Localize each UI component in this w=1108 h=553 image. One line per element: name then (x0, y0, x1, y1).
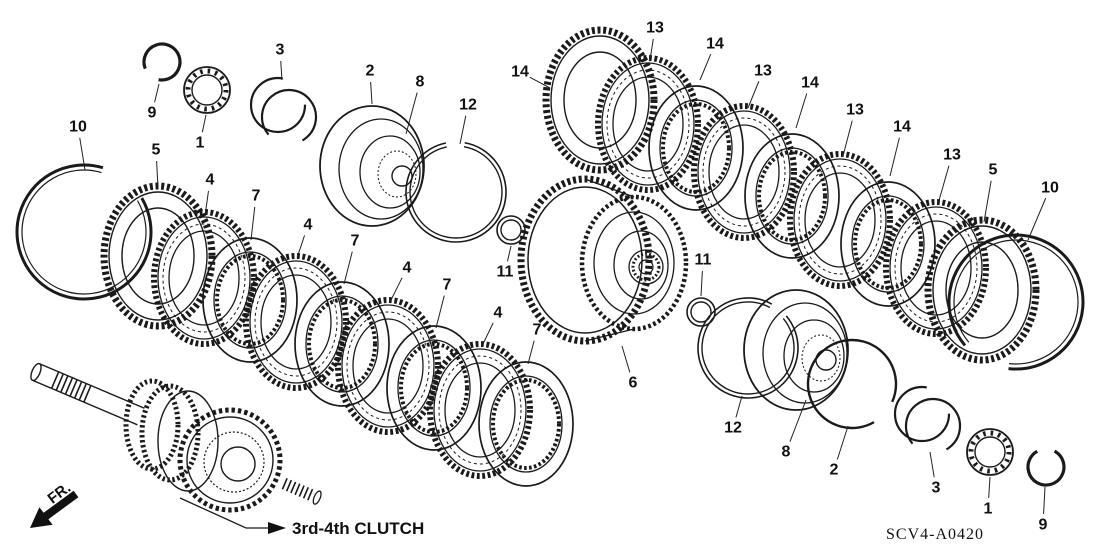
fr-direction-group: FR. (30, 479, 79, 528)
leader-line (201, 114, 207, 133)
part-number-label: 1 (984, 501, 993, 518)
part-number-label: 14 (893, 119, 911, 136)
leader-line (250, 206, 256, 241)
clutch-drum (517, 175, 689, 345)
leader-line (435, 295, 445, 329)
part-number-label: 4 (403, 260, 412, 277)
clutch-disc (694, 106, 794, 238)
part-number-label: 2 (366, 63, 375, 80)
part-number-label: 3 (276, 42, 285, 59)
part-number-label: 7 (443, 277, 452, 294)
leader-line (154, 83, 160, 103)
snap-ring-top-left (137, 37, 187, 87)
part-number-label: 13 (943, 147, 961, 164)
leader-line (405, 92, 418, 135)
part-number-label: 4 (206, 172, 215, 189)
leader-line (889, 137, 900, 177)
part-number-label: 7 (351, 233, 360, 250)
clutch-piston-right (743, 289, 849, 411)
part-number-label: 7 (533, 322, 542, 339)
part-number-label: 10 (1041, 180, 1059, 197)
leader-line (649, 38, 654, 61)
leader-line (836, 425, 849, 460)
leader-line (988, 476, 991, 499)
snap-ring-left (0, 138, 178, 326)
leader-line (1027, 197, 1047, 241)
leader-line (280, 60, 283, 81)
circlip-right (806, 338, 898, 430)
part-number-label: 9 (148, 105, 157, 122)
assembly-leader-line (179, 497, 268, 529)
part-number-label: 7 (252, 188, 261, 205)
leader-line (842, 120, 853, 157)
leader-line (389, 277, 403, 303)
o-ring-left (496, 215, 526, 245)
leader-line (1043, 486, 1046, 515)
leader-line (79, 137, 86, 171)
leader-line (156, 160, 159, 189)
spring-retainer-right (967, 429, 1013, 475)
part-number-label: 2 (830, 462, 839, 479)
part-number-label: 8 (782, 444, 791, 461)
part-number-label: 9 (1039, 517, 1048, 534)
part-number-label: 13 (754, 63, 772, 80)
leader-line (983, 180, 992, 223)
return-spring-right (893, 385, 973, 466)
part-number-label: 14 (511, 64, 529, 81)
snap-ring-right (920, 206, 1108, 398)
leader-line (937, 165, 950, 205)
part-number-label: 3 (932, 480, 941, 497)
part-number-label: 12 (459, 97, 477, 114)
clutch-disc (246, 256, 346, 388)
leader-line (929, 451, 935, 478)
part-number-label: 12 (724, 420, 742, 437)
leader-line (296, 235, 305, 259)
leader-line (370, 81, 373, 105)
leader-line (204, 190, 209, 217)
leader-line (527, 340, 535, 365)
part-number-label: 5 (152, 142, 161, 159)
leader-line (529, 76, 551, 89)
clutch-disc (338, 300, 438, 432)
assembly-callout-group: 3rd-4th CLUTCH (179, 497, 424, 538)
part-number-label: 4 (494, 305, 503, 322)
leader-line (459, 115, 467, 145)
clutch-plate (477, 360, 575, 488)
part-number-label: 14 (706, 36, 724, 53)
clutch-disc (790, 154, 890, 286)
leader-line (343, 251, 353, 285)
part-number-label: 13 (846, 102, 864, 119)
part-number-label: 4 (304, 217, 313, 234)
callout-layer: 1091328125474747471161413141314131413510… (69, 20, 1059, 534)
leader-line (789, 399, 807, 442)
leader-line (621, 345, 631, 373)
spring-retainer-top-left (184, 67, 230, 113)
snap-ring-bottom-right (1019, 440, 1073, 494)
leader-line (735, 395, 743, 418)
drawing-code: SCV4-A0420 (886, 526, 984, 543)
part-number-label: 14 (801, 75, 819, 92)
assembly-label: 3rd-4th CLUTCH (292, 519, 424, 538)
leader-line (795, 93, 808, 129)
assembly-arrow-icon (268, 522, 286, 534)
part-number-label: 13 (646, 20, 664, 37)
part-number-label: 10 (69, 119, 87, 136)
part-number-label: 8 (416, 74, 425, 91)
leader-line (481, 322, 494, 347)
part-number-label: 11 (695, 252, 712, 269)
leader-line (506, 245, 512, 262)
part-number-label: 6 (629, 375, 638, 392)
leader-line (747, 81, 760, 109)
leader-line (700, 270, 703, 297)
leader-line (699, 53, 712, 81)
return-spring-top-left (249, 76, 329, 157)
part-number-label: 1 (196, 135, 205, 152)
part-number-label: 5 (989, 162, 998, 179)
fr-arrow-icon (30, 490, 79, 528)
part-number-label: 11 (497, 264, 514, 281)
